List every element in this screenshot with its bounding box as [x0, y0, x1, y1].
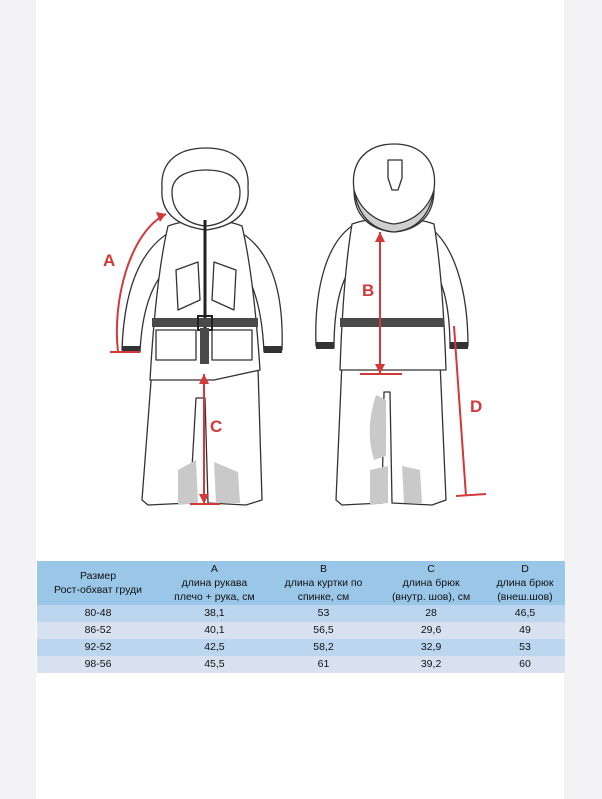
cell-b: 58,2	[269, 639, 378, 656]
back-belt	[340, 318, 444, 327]
header-col-b-line1: длина куртки по	[284, 577, 363, 589]
header-col-b-letter: B	[319, 563, 327, 575]
cell-d: 60	[484, 656, 565, 673]
back-trousers	[335, 361, 447, 506]
header-size-line2: Рост-обхват груди	[54, 584, 142, 596]
cell-a: 38,1	[159, 605, 270, 622]
size-table-header: Размер Рост-обхват груди A длина рукава …	[37, 561, 565, 605]
header-col-c: C длина брюк (внутр. шов), см	[377, 561, 485, 605]
measurement-arrows	[156, 212, 385, 504]
cell-size: 98-56	[37, 656, 159, 673]
front-belt	[152, 318, 258, 327]
right-margin	[564, 0, 602, 799]
measurement-diagram: A B C D	[103, 143, 487, 506]
header-col-a-letter: A	[210, 563, 218, 575]
front-left-cuff	[122, 346, 140, 353]
left-margin	[0, 0, 36, 799]
measure-a-line	[115, 213, 167, 353]
front-trousers	[141, 367, 263, 506]
back-right-cuff	[450, 342, 468, 349]
cell-size: 80-48	[37, 605, 159, 622]
cell-b: 61	[269, 656, 378, 673]
header-col-c-letter: C	[427, 563, 435, 575]
cell-a: 42,5	[159, 639, 270, 656]
header-col-a-line2: плечо + рука, см	[174, 591, 255, 603]
header-col-a: A длина рукава плечо + рука, см	[159, 561, 270, 605]
measurement-lines	[110, 213, 487, 505]
cell-d: 46,5	[484, 605, 565, 622]
header-col-d-line2: (внеш.шов)	[497, 591, 553, 603]
cell-d: 53	[484, 639, 565, 656]
header-col-b-line2: спинке, см	[297, 591, 350, 603]
cell-c: 39,2	[377, 656, 485, 673]
cell-size: 92-52	[37, 639, 159, 656]
header-col-c-line2: (внутр. шов), см	[391, 591, 471, 603]
table-row: 98-56 45,5 61 39,2 60	[37, 656, 565, 673]
table-row: 92-52 42,5 58,2 32,9 53	[37, 639, 565, 656]
cell-size: 86-52	[37, 622, 159, 639]
marker-a: A	[103, 251, 115, 270]
front-overall	[121, 147, 283, 506]
measure-d-line	[453, 325, 467, 497]
header-size-line1: Размер	[79, 570, 117, 582]
table-row: 80-48 38,1 53 28 46,5	[37, 605, 565, 622]
size-table: Размер Рост-обхват груди A длина рукава …	[37, 561, 565, 673]
header-col-d-line1: длина брюк	[496, 577, 554, 589]
back-jacket-body	[339, 217, 447, 371]
marker-c: C	[210, 417, 222, 436]
front-right-cuff	[264, 346, 282, 353]
header-col-a-line1: длина рукава	[181, 577, 248, 589]
cell-a: 45,5	[159, 656, 270, 673]
cell-b: 53	[269, 605, 378, 622]
cell-a: 40,1	[159, 622, 270, 639]
cell-c: 32,9	[377, 639, 485, 656]
header-col-c-line1: длина брюк	[402, 577, 460, 589]
cell-d: 49	[484, 622, 565, 639]
marker-d: D	[470, 397, 482, 416]
marker-b: B	[362, 281, 374, 300]
cell-c: 28	[377, 605, 485, 622]
back-overall	[315, 143, 469, 506]
table-row: 86-52 40,1 56,5 29,6 49	[37, 622, 565, 639]
cell-c: 29,6	[377, 622, 485, 639]
header-size: Размер Рост-обхват груди	[37, 561, 159, 605]
header-col-d-letter: D	[521, 563, 529, 575]
header-col-b: B длина куртки по спинке, см	[269, 561, 378, 605]
header-col-d: D длина брюк (внеш.шов)	[484, 561, 565, 605]
cell-b: 56,5	[269, 622, 378, 639]
back-left-cuff	[316, 342, 334, 349]
